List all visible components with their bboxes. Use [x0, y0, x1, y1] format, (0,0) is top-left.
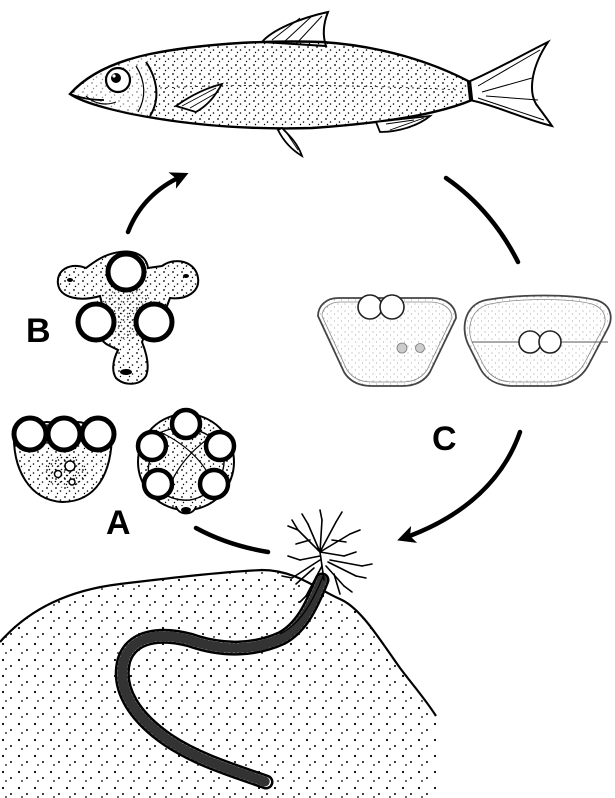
myxospore-stage-c-left — [318, 295, 456, 386]
myxospore-stage-c-right — [465, 296, 611, 387]
label-stage-c: C — [432, 422, 457, 456]
label-stage-a: A — [106, 506, 131, 540]
arrow-c-to-worm — [404, 432, 520, 538]
fish-host — [70, 12, 552, 156]
spore-stage-a-left — [14, 418, 114, 502]
spore-stage-a-right — [138, 410, 234, 514]
arrow-fish-to-c — [446, 178, 518, 262]
label-stage-b: B — [26, 314, 51, 348]
arrow-worm-to-a — [196, 528, 268, 552]
arrow-b-to-fish — [128, 176, 182, 232]
spore-stage-b — [58, 252, 198, 384]
